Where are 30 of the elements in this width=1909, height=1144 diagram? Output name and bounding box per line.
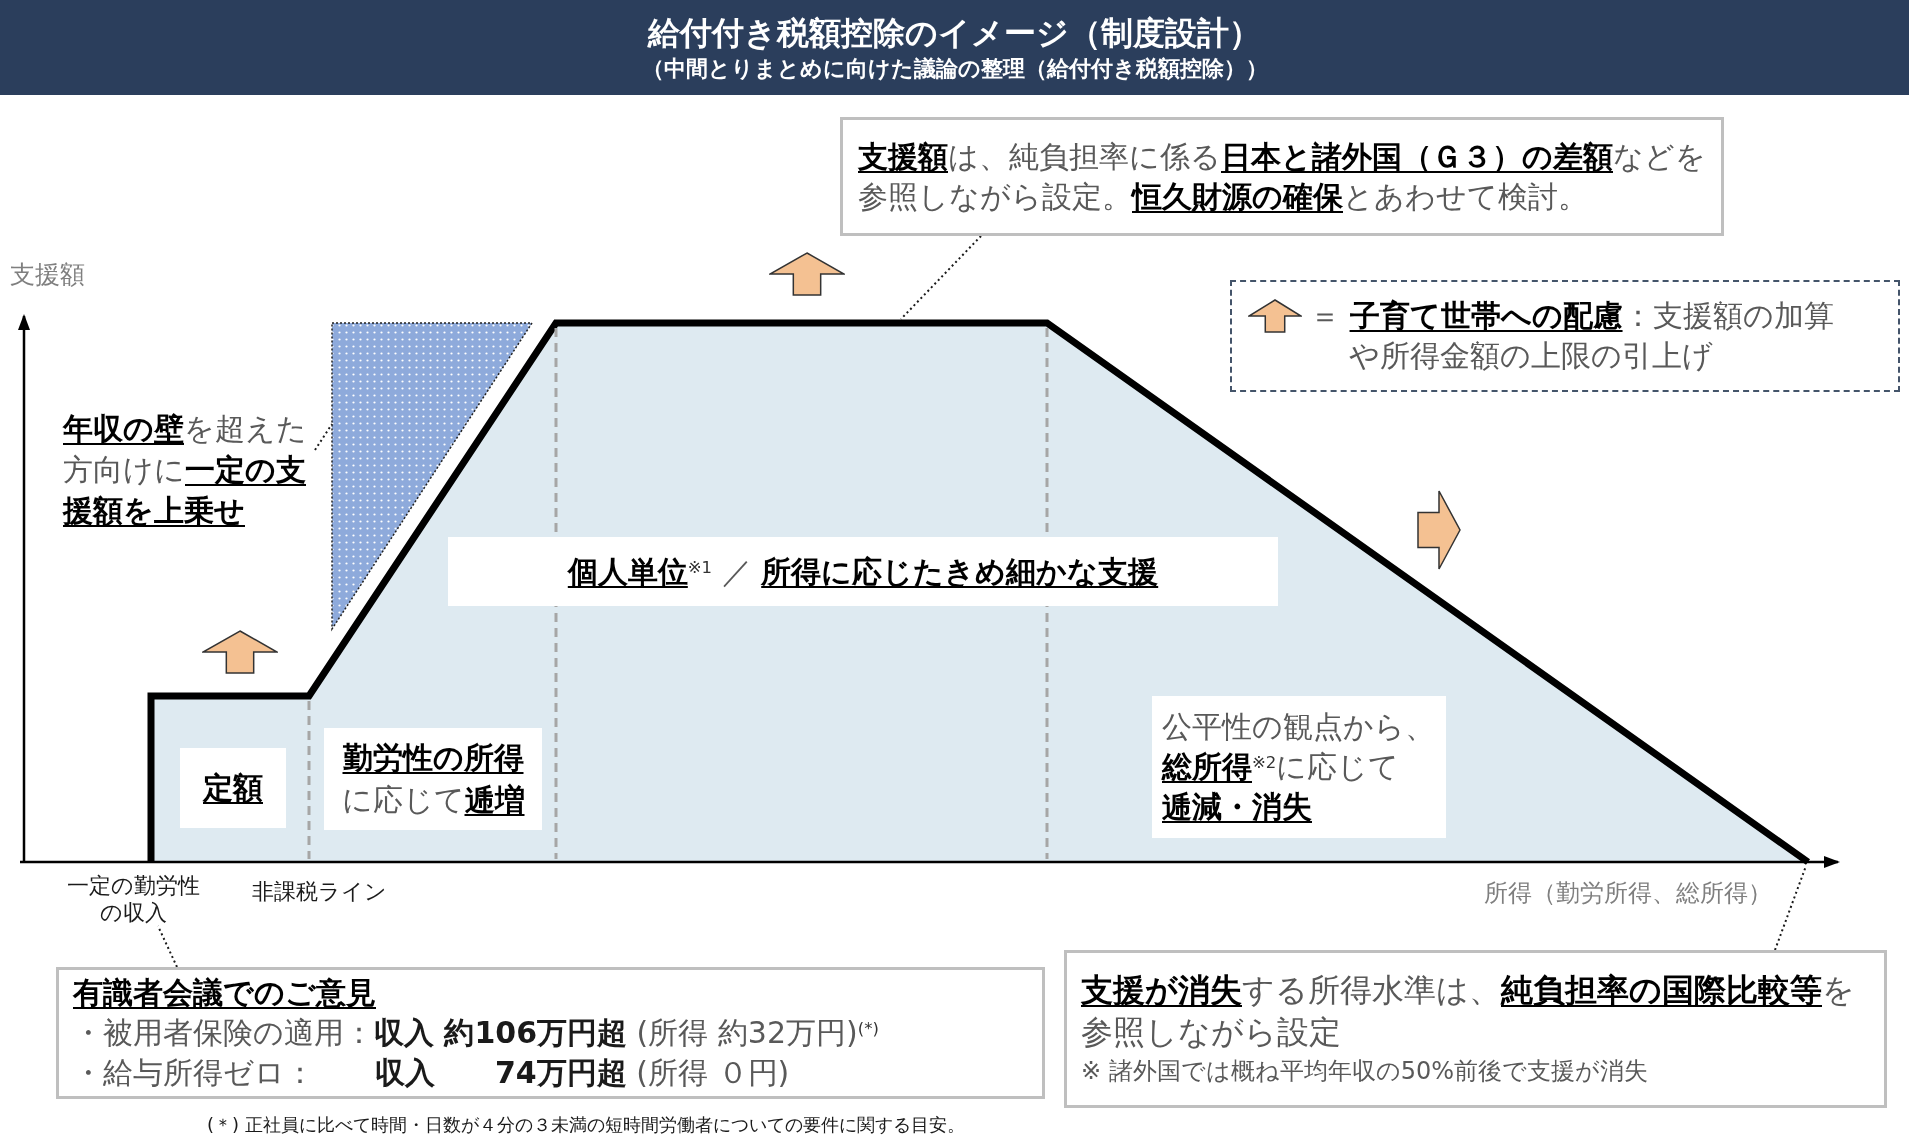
banner-panel xyxy=(448,537,1278,606)
annotation-text: 年収の壁を超えた方向けに一定の支援額を上乗せ xyxy=(63,408,315,531)
callout-box xyxy=(840,117,1724,236)
leader-line xyxy=(900,235,982,320)
label-text: 公平性の観点から、総所得$^{※2}$に応じて逓減・消失 xyxy=(1162,708,1436,826)
footnote: (＊) 正社員に比べて時間・日数が４分の３未満の短時間労働者についての要件に関する目安。 xyxy=(207,1113,965,1136)
label-panel xyxy=(1152,696,1446,838)
note-line: ・被用者保険の適用：収入 約106万円超 (所得 約32万円)$^{(*)}$ xyxy=(73,1014,880,1052)
note-box xyxy=(1064,950,1887,1108)
subtitle: （中間とりまとめに向けた議論の整理（給付付き税額控除）） xyxy=(641,54,1268,83)
shaded-triangle xyxy=(331,322,534,632)
note-line: ・給与所得ゼロ： 収入 74万円超 (所得 ０円) xyxy=(73,1054,791,1092)
label-panel xyxy=(324,728,542,830)
callout-text: 支援額は、純負担率に係る日本と諸外国（Ｇ３）の差額などを参照しながら設定。恒久財源の確保とあわせて検討。 xyxy=(858,137,1706,216)
axis-note: 非課税ライン xyxy=(252,878,387,906)
note-heading: 有識者会議でのご意見 xyxy=(73,974,377,1012)
label-text: 定額 xyxy=(201,769,264,807)
label-panel xyxy=(180,748,286,828)
banner-text: 個人単位$^{※1}$ ／ 所得に応じたきめ細かな支援 xyxy=(566,552,1160,591)
title: 給付付き税額控除のイメージ（制度設計） xyxy=(648,12,1261,54)
note-remark: ※ 諸外国では概ね平均年収の50%前後で支援が消失 xyxy=(1081,1056,1650,1087)
note-text: 支援が消失する所得水準は、純負担率の国際比較等を参照しながら設定 xyxy=(1081,970,1856,1053)
legend-text: ＝ 子育て世帯への配慮：支援額の加算や所得金額の上限の引上げ xyxy=(1310,297,1835,375)
axis-label: 支援額 xyxy=(10,259,85,291)
axis-note: 一定の勤労性の収入 xyxy=(63,872,203,926)
note-box xyxy=(56,967,1045,1099)
leader-line xyxy=(314,423,333,451)
label-text: 勤労性の所得に応じて逓増 xyxy=(340,739,526,819)
axis-label: 所得（勤労所得、総所得） xyxy=(1484,878,1772,909)
leader-line xyxy=(1774,865,1807,951)
